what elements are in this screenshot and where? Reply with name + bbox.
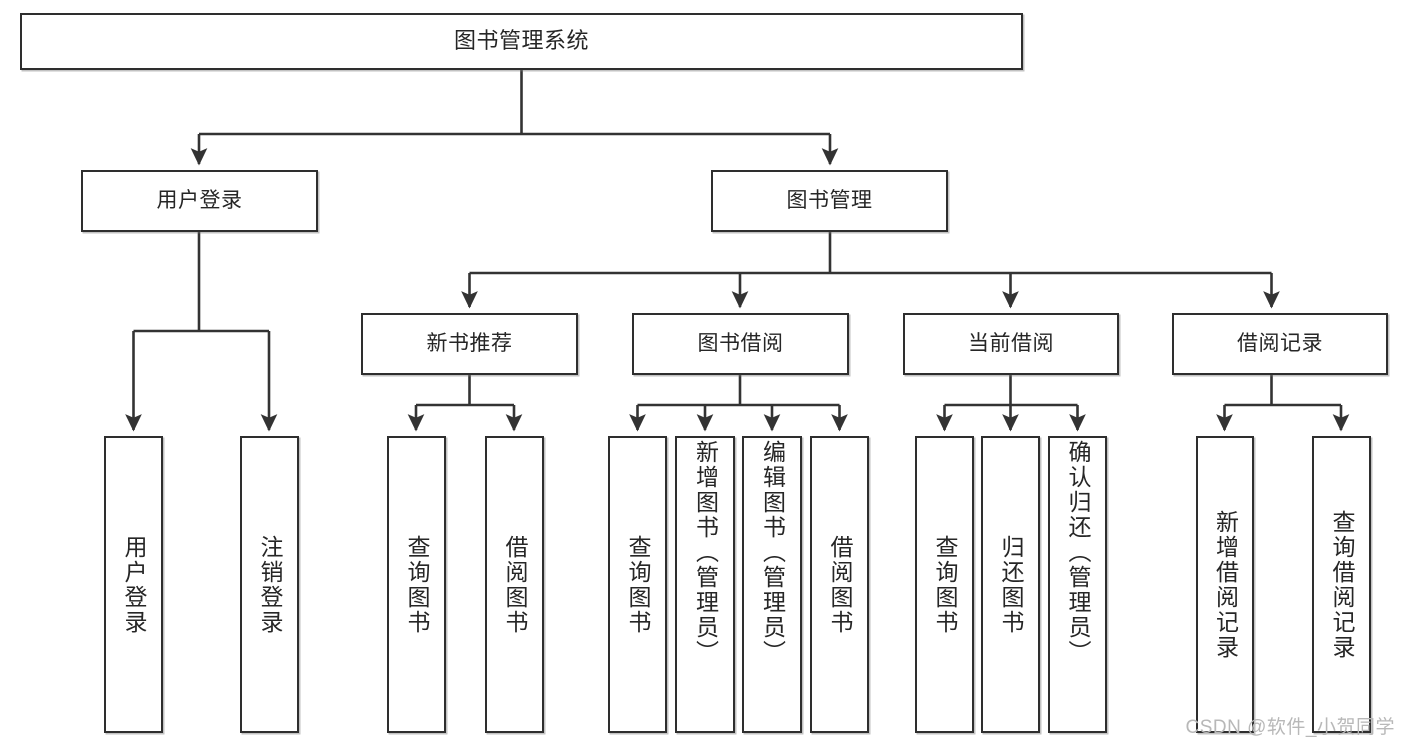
leaf-new-book-borrow-books[interactable]: 借阅图书 — [485, 436, 544, 733]
node-label: 用户登录 — [121, 534, 147, 635]
node-label: 借阅记录 — [1237, 332, 1323, 356]
node-label: 注销登录 — [257, 534, 283, 635]
node-book-borrowing[interactable]: 图书借阅 — [632, 313, 849, 375]
node-label: 查询图书 — [932, 534, 958, 635]
node-book-management[interactable]: 图书管理 — [711, 170, 948, 232]
leaf-new-book-query-books[interactable]: 查询图书 — [387, 436, 446, 733]
leaf-book-borrow-query-books[interactable]: 查询图书 — [608, 436, 667, 733]
node-current-borrowing[interactable]: 当前借阅 — [903, 313, 1119, 375]
leaf-user-login-login[interactable]: 用户登录 — [104, 436, 163, 733]
node-borrowing-record[interactable]: 借阅记录 — [1172, 313, 1388, 375]
node-label: 借阅图书 — [827, 534, 853, 635]
leaf-book-borrow-add-book-admin[interactable]: 新增图书（管理员） — [675, 436, 735, 733]
node-new-book-recommendation[interactable]: 新书推荐 — [361, 313, 578, 375]
leaf-user-login-logout[interactable]: 注销登录 — [240, 436, 299, 733]
leaf-book-borrow-edit-book-admin[interactable]: 编辑图书（管理员） — [742, 436, 802, 733]
node-label: 归还图书 — [998, 534, 1024, 635]
node-label: 新增借阅记录 — [1212, 509, 1239, 660]
node-user-login[interactable]: 用户登录 — [81, 170, 318, 232]
leaf-current-borrow-confirm-return-admin[interactable]: 确认归还（管理员） — [1048, 436, 1107, 733]
node-label: 当前借阅 — [968, 332, 1054, 356]
node-label: 查询借阅记录 — [1329, 509, 1355, 660]
csdn-watermark: CSDN @软件_小贺同学 — [1185, 717, 1395, 738]
node-label: 查询图书 — [625, 534, 651, 635]
leaf-current-borrow-return-books[interactable]: 归还图书 — [981, 436, 1040, 733]
node-label: 新书推荐 — [426, 332, 513, 356]
node-label: 图书借阅 — [697, 332, 784, 356]
node-label: 用户登录 — [156, 189, 243, 213]
node-label: 确认归还（管理员） — [1065, 440, 1091, 665]
node-label: 新增图书（管理员） — [692, 440, 719, 665]
node-label: 图书管理系统 — [453, 28, 589, 54]
node-label: 借阅图书 — [502, 534, 528, 635]
node-root-book-management-system[interactable]: 图书管理系统 — [20, 13, 1023, 70]
leaf-borrow-record-add-record[interactable]: 新增借阅记录 — [1196, 436, 1254, 733]
node-label: 查询图书 — [404, 534, 430, 635]
leaf-book-borrow-borrow-books[interactable]: 借阅图书 — [810, 436, 869, 733]
leaf-borrow-record-query-record[interactable]: 查询借阅记录 — [1312, 436, 1371, 733]
node-label: 编辑图书（管理员） — [759, 440, 786, 665]
node-label: 图书管理 — [786, 189, 873, 213]
leaf-current-borrow-query-books[interactable]: 查询图书 — [915, 436, 974, 733]
